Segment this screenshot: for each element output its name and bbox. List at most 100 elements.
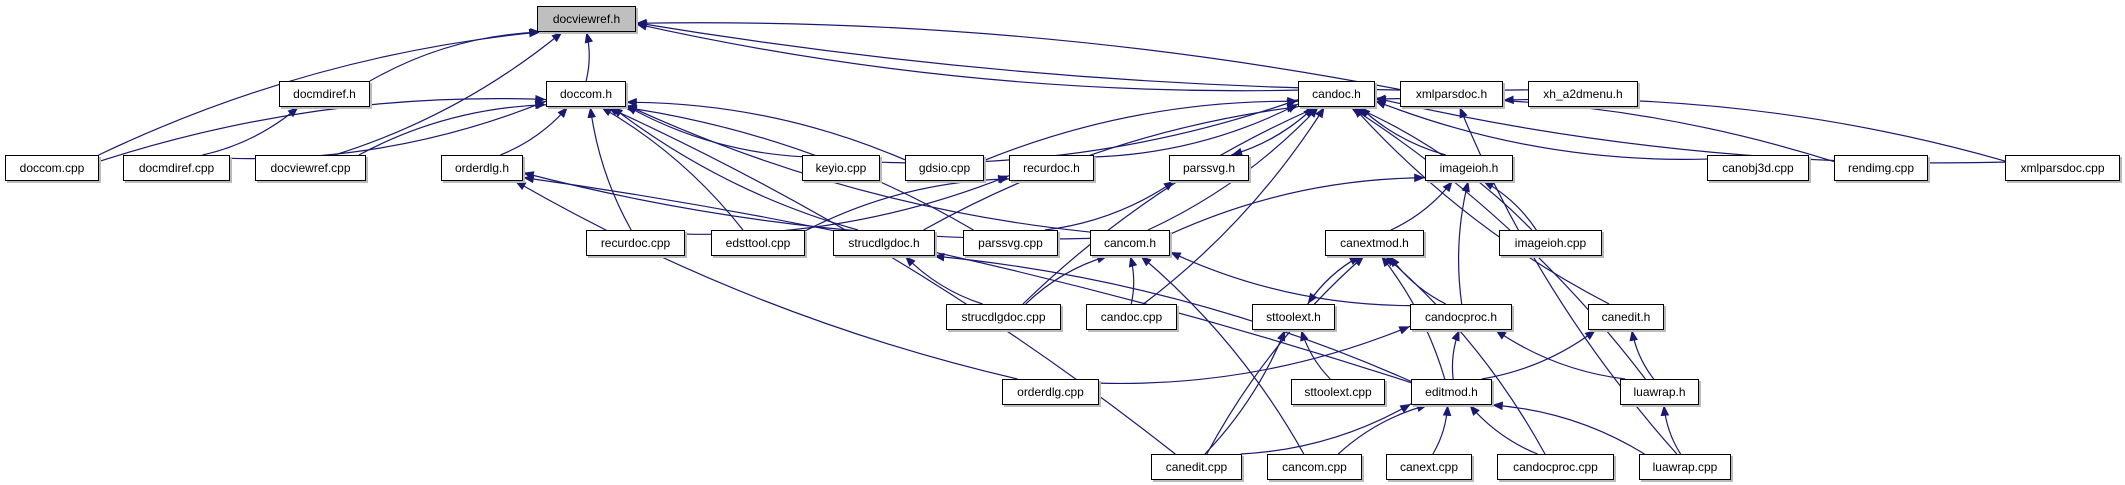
node-luawrap-cpp[interactable]: luawrap.cpp <box>1639 454 1731 480</box>
node-recurdoc-h[interactable]: recurdoc.h <box>1009 155 1094 181</box>
edge-recurdoc.h-to-candoc.h <box>1093 103 1299 158</box>
node-docviewref-h[interactable]: docviewref.h <box>537 6 636 32</box>
node-canext-cpp[interactable]: canext.cpp <box>1386 454 1472 480</box>
edge-recurdoc.cpp-to-doccom.h <box>587 106 632 231</box>
edge-candocproc.h-to-cancom.h <box>1169 251 1411 307</box>
edge-rendimg.cpp-to-candoc.h <box>1374 94 1835 163</box>
edge-doccom.cpp-to-docviewref.h <box>98 28 540 156</box>
edge-sttoolext.h-to-canextmod.h <box>1307 255 1361 305</box>
edge-cancom.cpp-to-editmod.h <box>1337 403 1428 455</box>
edge-strucdlgdoc.cpp-to-cancom.h <box>1025 254 1108 305</box>
edge-orderdlg.cpp-to-orderdlg.h <box>514 180 1018 380</box>
node-recurdoc-cpp[interactable]: recurdoc.cpp <box>586 230 685 256</box>
edge-canedit.cpp-to-canextmod.h <box>1206 255 1365 455</box>
edge-editmod.h-to-candocproc.h <box>1451 329 1460 380</box>
edge-candocproc.cpp-to-canextmod.h <box>1384 255 1546 455</box>
edge-canedit.cpp-to-doccom.h <box>607 106 1176 455</box>
node-orderdlg-cpp[interactable]: orderdlg.cpp <box>1002 379 1099 405</box>
edge-xmlparsdoc.h-to-docviewref.h <box>635 18 1401 91</box>
edge-canobj3d.cpp-to-candoc.h <box>1374 100 1708 160</box>
edge-luawrap.h-to-candocproc.h <box>1495 329 1626 380</box>
node-docmdiref-cpp[interactable]: docmdiref.cpp <box>123 155 230 181</box>
node-xmlparsdoc-cpp[interactable]: xmlparsdoc.cpp <box>2005 155 2120 181</box>
edge-docviewref.cpp-to-doccom.h <box>358 100 547 156</box>
edge-xmlparsdoc.cpp-to-xmlparsdoc.h <box>1502 95 2006 162</box>
node-gdsio-cpp[interactable]: gdsio.cpp <box>905 155 984 181</box>
edge-strucdlgdoc.cpp-to-candoc.h <box>1022 106 1318 305</box>
edge-candocproc.h-to-imageioh.h <box>1458 180 1470 305</box>
node-parssvg-h[interactable]: parssvg.h <box>1169 155 1249 181</box>
edge-doccom.h-to-docviewref.h <box>584 31 594 82</box>
node-canextmod-h[interactable]: canextmod.h <box>1325 230 1424 256</box>
edge-canextmod.h-to-sttoolext.h <box>1307 255 1361 305</box>
edge-editmod.h-to-canedit.h <box>1481 329 1597 380</box>
node-sttoolext-h[interactable]: sttoolext.h <box>1252 304 1335 330</box>
node-cancom-h[interactable]: cancom.h <box>1090 230 1170 256</box>
node-canedit-h[interactable]: canedit.h <box>1588 304 1664 330</box>
node-candocproc-h[interactable]: candocproc.h <box>1410 304 1512 330</box>
node-candoc-h[interactable]: candoc.h <box>1298 81 1375 107</box>
edge-cancom.h-to-doccom.h <box>625 104 1091 233</box>
node-candocproc-cpp[interactable]: candocproc.cpp <box>1497 454 1614 480</box>
edge-xh_a2dmenu.h-to-docviewref.h <box>635 20 1529 91</box>
edge-luawrap.cpp-to-luawrap.h <box>1660 404 1682 455</box>
edge-candoc.h-to-docviewref.h <box>635 22 1299 92</box>
node-canobj3d-cpp[interactable]: canobj3d.cpp <box>1707 155 1809 181</box>
edge-parssvg.cpp-to-parssvg.h <box>1044 180 1175 231</box>
node-cancom-cpp[interactable]: cancom.cpp <box>1267 454 1362 480</box>
edge-editmod.h-to-strucdlgdoc.h <box>933 252 1412 382</box>
node-candoc-cpp[interactable]: candoc.cpp <box>1086 304 1177 330</box>
edge-docviewref.cpp-to-docviewref.h <box>334 31 563 156</box>
node-editmod-h[interactable]: editmod.h <box>1411 379 1492 405</box>
edge-strucdlgdoc.h-to-doccom.h <box>611 106 859 231</box>
edge-imageioh.cpp-to-imageioh.h <box>1482 180 1537 231</box>
edge-editmod.h-to-orderdlg.h <box>522 174 1412 384</box>
node-sttoolext-cpp[interactable]: sttoolext.cpp <box>1291 379 1385 405</box>
edge-canedit.cpp-to-editmod.h <box>1240 403 1412 455</box>
edge-cancom.cpp-to-cancom.h <box>1140 255 1305 455</box>
node-docviewref-cpp[interactable]: docviewref.cpp <box>255 155 366 181</box>
edge-luawrap.cpp-to-editmod.h <box>1491 401 1645 455</box>
node-canedit-cpp[interactable]: canedit.cpp <box>1151 454 1242 480</box>
edge-docmdiref.cpp-to-docmdiref.h <box>202 106 299 156</box>
node-doccom-cpp[interactable]: doccom.cpp <box>5 155 99 181</box>
node-doccom-h[interactable]: doccom.h <box>546 81 626 107</box>
edge-canext.cpp-to-editmod.h <box>1432 404 1452 455</box>
node-xmlparsdoc-h[interactable]: xmlparsdoc.h <box>1400 81 1503 107</box>
node-imageioh-cpp[interactable]: imageioh.cpp <box>1499 230 1602 256</box>
node-strucdlgdoc-cpp[interactable]: strucdlgdoc.cpp <box>946 304 1061 330</box>
edge-strucdlgdoc.cpp-to-strucdlgdoc.h <box>904 255 983 305</box>
edge-gdsio.cpp-to-doccom.h <box>625 97 906 161</box>
node-rendimg-cpp[interactable]: rendimg.cpp <box>1834 155 1928 181</box>
edge-docmdiref.h-to-docviewref.h <box>369 28 542 82</box>
node-xh-a2dmenu-h[interactable]: xh_a2dmenu.h <box>1528 81 1638 107</box>
edge-doccom.cpp-to-doccom.h <box>98 94 547 163</box>
edge-cancom.h-to-imageioh.h <box>1169 173 1426 235</box>
edge-strucdlgdoc.h-to-candoc.h <box>923 103 1299 231</box>
node-keyio-cpp[interactable]: keyio.cpp <box>802 155 880 181</box>
node-imageioh-h[interactable]: imageioh.h <box>1425 155 1513 181</box>
edge-candocproc.cpp-to-editmod.h <box>1469 404 1538 455</box>
edge-parssvg.cpp-to-doccom.h <box>622 104 974 231</box>
edge-orderdlg.h-to-doccom.h <box>500 106 569 156</box>
node-parssvg-cpp[interactable]: parssvg.cpp <box>963 230 1058 256</box>
edge-canedit.cpp-to-sttoolext.h <box>1204 329 1286 455</box>
edge-edsttool.cpp-to-doccom.h <box>600 106 744 231</box>
edge-canedit.h-to-candoc.h <box>1352 106 1610 305</box>
edge-candoc.cpp-to-cancom.h <box>1128 255 1138 305</box>
node-luawrap-h[interactable]: luawrap.h <box>1620 379 1699 405</box>
edge-sttoolext.cpp-to-sttoolext.h <box>1300 329 1331 380</box>
edge-gdsio.cpp-to-candoc.h <box>983 96 1299 162</box>
node-docmdiref-h[interactable]: docmdiref.h <box>279 81 370 107</box>
edge-keyio.cpp-to-doccom.h <box>625 105 803 158</box>
edge-orderdlg.cpp-to-candocproc.h <box>1098 325 1411 385</box>
node-orderdlg-h[interactable]: orderdlg.h <box>441 155 523 181</box>
edge-docmdiref.cpp-to-doccom.h <box>229 100 547 160</box>
edge-imageioh.h-to-candoc.h <box>1359 106 1446 156</box>
node-edsttool-cpp[interactable]: edsttool.cpp <box>711 230 805 256</box>
edge-canextmod.h-to-imageioh.h <box>1390 180 1454 231</box>
edge-recurdoc.cpp-to-recurdoc.h <box>684 175 1010 235</box>
node-strucdlgdoc-h[interactable]: strucdlgdoc.h <box>833 230 935 256</box>
